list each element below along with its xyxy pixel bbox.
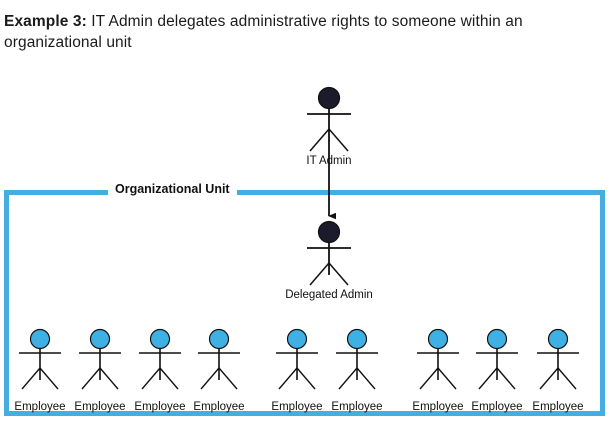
page-title: Example 3: IT Admin delegates administra… [4, 11, 604, 53]
label-employee: Employee [331, 401, 383, 413]
label-employee: Employee [471, 401, 523, 413]
organizational-unit-boundary [4, 190, 605, 416]
actor-it-admin [307, 86, 351, 152]
label-employee: Employee [412, 401, 464, 413]
label-employee: Employee [532, 401, 584, 413]
label-employee: Employee [193, 401, 245, 413]
organizational-unit-label: Organizational Unit [108, 181, 237, 197]
label-employee: Employee [134, 401, 186, 413]
page-title-prefix: Example 3: [4, 13, 87, 30]
label-it-admin: IT Admin [306, 155, 352, 167]
it-admin-head [317, 86, 341, 110]
label-employee: Employee [14, 401, 66, 413]
label-delegated-admin: Delegated Admin [285, 289, 373, 301]
label-employee: Employee [74, 401, 126, 413]
label-employee: Employee [271, 401, 323, 413]
page-title-text: IT Admin delegates administrative rights… [4, 13, 523, 51]
